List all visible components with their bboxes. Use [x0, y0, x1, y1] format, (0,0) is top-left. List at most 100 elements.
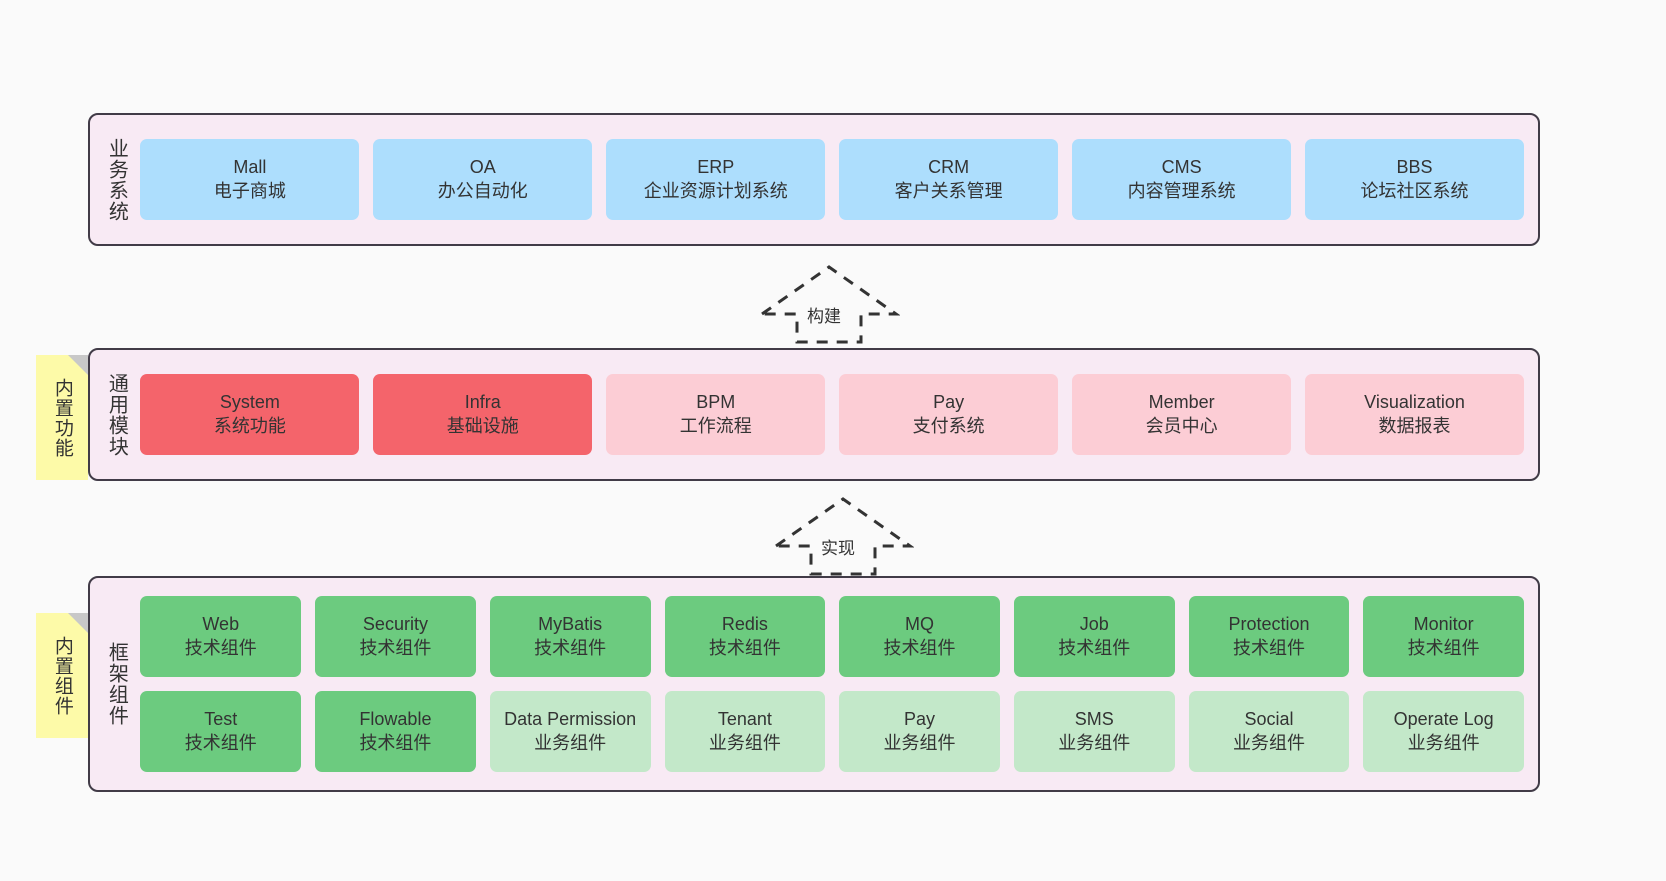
card-subtitle: 企业资源计划系统 — [643, 180, 788, 201]
sticky-fold-icon — [68, 613, 88, 633]
card-subtitle: 技术组件 — [359, 637, 432, 658]
card-title: Infra — [464, 392, 501, 413]
card-protection[interactable]: Protection 技术组件 — [1188, 596, 1350, 677]
card-title: MyBatis — [538, 614, 603, 635]
card-title: Visualization — [1364, 392, 1465, 413]
card-oa[interactable]: OA 办公自动化 — [373, 139, 593, 220]
card-mybatis[interactable]: MyBatis 技术组件 — [489, 596, 651, 677]
card-flowable[interactable]: Flowable 技术组件 — [315, 691, 476, 772]
card-row: Test 技术组件 Flowable 技术组件 Data Permission … — [140, 691, 1525, 772]
card-mall[interactable]: Mall 电子商城 — [140, 139, 360, 220]
card-bpm[interactable]: BPM 工作流程 — [606, 374, 826, 455]
card-system[interactable]: System 系统功能 — [140, 374, 360, 455]
card-title: Job — [1079, 614, 1109, 635]
connector-build: 构建 — [758, 262, 900, 346]
card-title: Tenant — [717, 709, 772, 730]
card-monitor[interactable]: Monitor 技术组件 — [1363, 596, 1525, 677]
dashed-hollow-arrow-icon — [772, 497, 914, 576]
card-subtitle: 客户关系管理 — [894, 180, 1003, 201]
card-title: SMS — [1074, 709, 1114, 730]
layer-body-common-module: System 系统功能 Infra 基础设施 BPM 工作流程 Pay 支付系统… — [134, 350, 1538, 479]
card-security[interactable]: Security 技术组件 — [315, 596, 476, 677]
card-subtitle: 业务组件 — [534, 732, 607, 753]
card-subtitle: 会员中心 — [1145, 415, 1218, 436]
layer-framework-component: 框架组件 Web 技术组件 Security 技术组件 MyBatis 技术组件… — [88, 576, 1540, 792]
card-sms[interactable]: SMS 业务组件 — [1013, 691, 1175, 772]
layer-title-framework-component: 框架组件 — [105, 642, 128, 726]
connector-implement-label: 实现 — [820, 539, 856, 558]
sticky-note-text: 内置功能 — [51, 377, 73, 458]
card-title: Security — [362, 614, 428, 635]
card-job[interactable]: Job 技术组件 — [1013, 596, 1175, 677]
card-title: Pay — [904, 709, 936, 730]
card-subtitle: 业务组件 — [1232, 732, 1305, 753]
card-title: Web — [202, 614, 240, 635]
card-pay-business[interactable]: Pay 业务组件 — [839, 691, 1000, 772]
card-subtitle: 业务组件 — [1058, 732, 1131, 753]
card-tenant[interactable]: Tenant 业务组件 — [664, 691, 826, 772]
card-subtitle: 论坛社区系统 — [1360, 180, 1469, 201]
card-subtitle: 系统功能 — [213, 415, 286, 436]
card-pay[interactable]: Pay 支付系统 — [839, 374, 1059, 455]
card-title: Protection — [1228, 614, 1310, 635]
card-subtitle: 技术组件 — [1407, 637, 1480, 658]
card-title: Redis — [721, 614, 768, 635]
card-erp[interactable]: ERP 企业资源计划系统 — [606, 139, 826, 220]
card-title: CRM — [928, 157, 970, 178]
card-title: BPM — [696, 392, 736, 413]
card-subtitle: 技术组件 — [1232, 637, 1305, 658]
sticky-note-text: 内置组件 — [51, 635, 73, 716]
card-subtitle: 技术组件 — [184, 637, 257, 658]
card-title: Test — [204, 709, 238, 730]
card-subtitle: 支付系统 — [912, 415, 985, 436]
connector-implement: 实现 — [772, 494, 914, 578]
card-crm[interactable]: CRM 客户关系管理 — [839, 139, 1059, 220]
card-title: Social — [1244, 709, 1294, 730]
card-web[interactable]: Web 技术组件 — [140, 596, 302, 677]
card-title: ERP — [697, 157, 735, 178]
card-title: Operate Log — [1393, 709, 1494, 730]
card-title: System — [219, 392, 280, 413]
card-subtitle: 技术组件 — [883, 637, 956, 658]
card-subtitle: 业务组件 — [1407, 732, 1480, 753]
card-subtitle: 工作流程 — [679, 415, 752, 436]
card-data-permission[interactable]: Data Permission 业务组件 — [489, 691, 651, 772]
sticky-fold-icon — [68, 355, 88, 375]
card-title: Mall — [233, 157, 267, 178]
card-mq[interactable]: MQ 技术组件 — [839, 596, 1000, 677]
card-title: MQ — [905, 614, 935, 635]
card-title: BBS — [1396, 157, 1433, 178]
card-title: Pay — [933, 392, 965, 413]
card-infra[interactable]: Infra 基础设施 — [373, 374, 593, 455]
card-social[interactable]: Social 业务组件 — [1188, 691, 1350, 772]
card-test[interactable]: Test 技术组件 — [140, 691, 302, 772]
card-title: Flowable — [359, 709, 432, 730]
card-subtitle: 技术组件 — [1058, 637, 1131, 658]
card-operate-log[interactable]: Operate Log 业务组件 — [1363, 691, 1525, 772]
card-cms[interactable]: CMS 内容管理系统 — [1072, 139, 1292, 220]
layer-title-common-module: 通用模块 — [105, 372, 128, 457]
card-subtitle: 技术组件 — [184, 732, 257, 753]
card-visualization[interactable]: Visualization 数据报表 — [1305, 374, 1525, 455]
card-subtitle: 业务组件 — [708, 732, 781, 753]
card-title: CMS — [1161, 157, 1202, 178]
connector-build-label: 构建 — [806, 307, 842, 326]
card-row: Mall 电子商城 OA 办公自动化 ERP 企业资源计划系统 CRM 客户关系… — [140, 139, 1525, 220]
card-row: Web 技术组件 Security 技术组件 MyBatis 技术组件 Redi… — [140, 596, 1525, 677]
card-title: Data Permission — [504, 709, 637, 730]
card-member[interactable]: Member 会员中心 — [1072, 374, 1292, 455]
dashed-hollow-arrow-icon — [758, 265, 900, 344]
layer-body-business-system: Mall 电子商城 OA 办公自动化 ERP 企业资源计划系统 CRM 客户关系… — [134, 115, 1538, 244]
layer-business-system: 业务系统 Mall 电子商城 OA 办公自动化 ERP 企业资源计划系统 CRM… — [88, 113, 1540, 246]
card-subtitle: 内容管理系统 — [1127, 180, 1236, 201]
sticky-note-builtin-function: 内置功能 — [36, 355, 88, 480]
card-title: Monitor — [1413, 614, 1474, 635]
card-subtitle: 技术组件 — [534, 637, 607, 658]
card-subtitle: 技术组件 — [708, 637, 781, 658]
card-subtitle: 基础设施 — [446, 415, 519, 436]
sticky-note-builtin-component: 内置组件 — [36, 613, 88, 738]
card-subtitle: 数据报表 — [1378, 415, 1451, 436]
card-redis[interactable]: Redis 技术组件 — [664, 596, 826, 677]
card-bbs[interactable]: BBS 论坛社区系统 — [1305, 139, 1525, 220]
